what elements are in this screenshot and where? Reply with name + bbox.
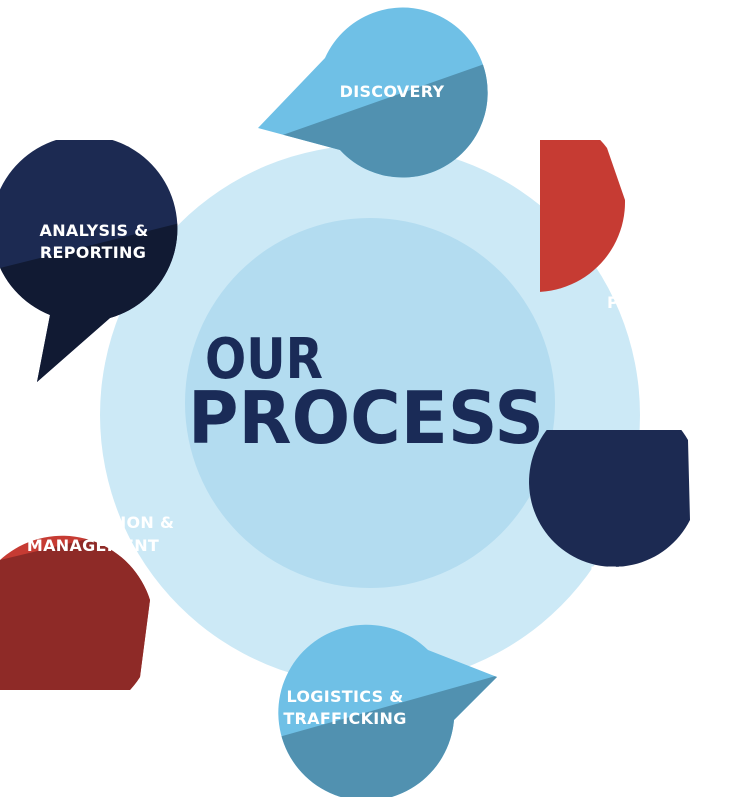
step-analysis-line2: REPORTING — [40, 243, 146, 262]
step-optimization-line1: OPTIMIZATION & — [20, 513, 174, 532]
title-line-1: OUR — [205, 327, 323, 392]
step-media-planning: MEDIA PLANNING — [540, 140, 703, 312]
title-line-2: PROCESS — [188, 376, 544, 460]
inner-circle — [185, 218, 555, 588]
step-analysis-line1: ANALYSIS & — [40, 221, 149, 240]
step-media-planning-line1: MEDIA — [625, 270, 685, 289]
step-logistics-line1: LOGISTICS & — [286, 687, 403, 706]
step-logistics-line2: TRAFFICKING — [283, 709, 406, 728]
step-discovery-label: DISCOVERY — [340, 82, 445, 101]
step-media-planning-line2: PLANNING — [607, 293, 703, 312]
step-media-buying-line2: BUYING — [584, 585, 655, 604]
step-optimization-line2: MANAGEMENT — [27, 536, 159, 555]
step-media-buying-line1: MEDIA — [590, 563, 650, 582]
